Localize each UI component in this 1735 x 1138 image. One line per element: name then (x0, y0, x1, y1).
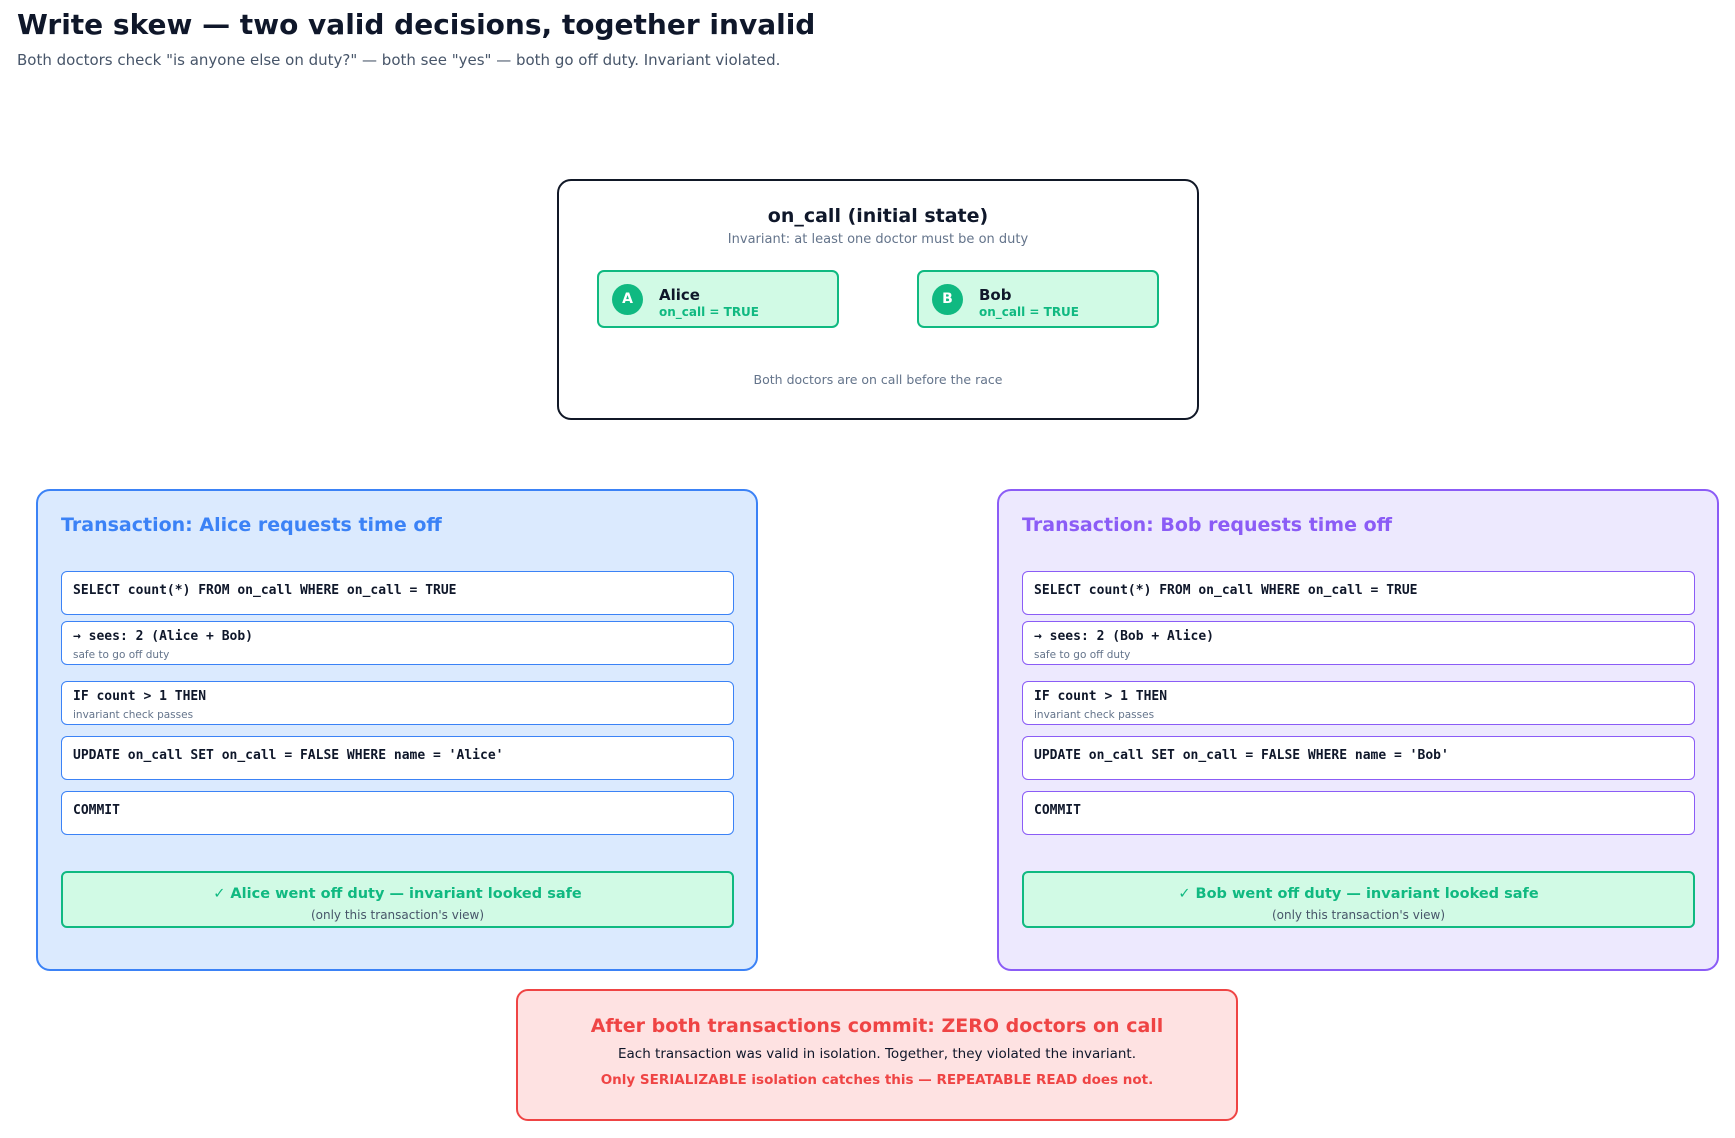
page-subtitle: Both doctors check "is anyone else on du… (17, 51, 781, 69)
outcome-warning: Only SERIALIZABLE isolation catches this… (600, 1072, 1154, 1088)
transaction-step: COMMIT (61, 791, 734, 835)
transaction-panel-bob: Transaction: Bob requests time off SELEC… (997, 489, 1719, 971)
transaction-title: Transaction: Bob requests time off (1022, 514, 1393, 536)
step-note: safe to go off duty (73, 649, 170, 661)
step-code: IF count > 1 THEN (73, 689, 207, 704)
step-code: → sees: 2 (Alice + Bob) (73, 629, 254, 644)
invariant-text: Invariant: at least one doctor must be o… (727, 232, 1029, 247)
doctor-card-alice: A Alice on_call = TRUE (597, 270, 839, 328)
step-code: SELECT count(*) FROM on_call WHERE on_ca… (1034, 583, 1418, 598)
result-main: ✓ Bob went off duty — invariant looked s… (1178, 886, 1539, 902)
transaction-step: IF count > 1 THEN invariant check passes (1022, 681, 1695, 725)
initial-state-title: on_call (initial state) (767, 205, 989, 227)
step-code: UPDATE on_call SET on_call = FALSE WHERE… (1034, 748, 1449, 763)
step-code: COMMIT (1034, 803, 1081, 818)
transaction-step: IF count > 1 THEN invariant check passes (61, 681, 734, 725)
step-note: invariant check passes (73, 709, 194, 721)
initial-state-box: on_call (initial state) Invariant: at le… (557, 179, 1199, 420)
doctor-state: on_call = TRUE (979, 305, 1080, 319)
outcome-text: Each transaction was valid in isolation.… (617, 1046, 1137, 1062)
transaction-panel-alice: Transaction: Alice requests time off SEL… (36, 489, 758, 971)
transaction-result: ✓ Alice went off duty — invariant looked… (61, 871, 734, 928)
transaction-step: UPDATE on_call SET on_call = FALSE WHERE… (1022, 736, 1695, 780)
result-sub: (only this transaction's view) (310, 908, 485, 922)
step-code: → sees: 2 (Bob + Alice) (1034, 629, 1215, 644)
doctor-name: Alice (659, 286, 700, 304)
step-code: IF count > 1 THEN (1034, 689, 1168, 704)
result-sub: (only this transaction's view) (1271, 908, 1446, 922)
transaction-result: ✓ Bob went off duty — invariant looked s… (1022, 871, 1695, 928)
avatar: A (612, 284, 643, 315)
step-code: UPDATE on_call SET on_call = FALSE WHERE… (73, 748, 504, 763)
transaction-step: SELECT count(*) FROM on_call WHERE on_ca… (61, 571, 734, 615)
transaction-step: → sees: 2 (Bob + Alice) safe to go off d… (1022, 621, 1695, 665)
step-code: SELECT count(*) FROM on_call WHERE on_ca… (73, 583, 457, 598)
transaction-step: → sees: 2 (Alice + Bob) safe to go off d… (61, 621, 734, 665)
result-main: ✓ Alice went off duty — invariant looked… (213, 886, 582, 902)
outcome-title: After both transactions commit: ZERO doc… (590, 1015, 1164, 1037)
outcome-box: After both transactions commit: ZERO doc… (516, 989, 1238, 1121)
page-title: Write skew — two valid decisions, togeth… (17, 8, 816, 41)
transaction-title: Transaction: Alice requests time off (61, 514, 442, 536)
transaction-step: SELECT count(*) FROM on_call WHERE on_ca… (1022, 571, 1695, 615)
doctor-name: Bob (979, 286, 1012, 304)
doctor-state: on_call = TRUE (659, 305, 760, 319)
doctor-card-bob: B Bob on_call = TRUE (917, 270, 1159, 328)
initial-state-note: Both doctors are on call before the race (753, 372, 1003, 387)
step-note: safe to go off duty (1034, 649, 1131, 661)
step-note: invariant check passes (1034, 709, 1155, 721)
transaction-step: COMMIT (1022, 791, 1695, 835)
avatar: B (932, 284, 963, 315)
transaction-step: UPDATE on_call SET on_call = FALSE WHERE… (61, 736, 734, 780)
step-code: COMMIT (73, 803, 120, 818)
